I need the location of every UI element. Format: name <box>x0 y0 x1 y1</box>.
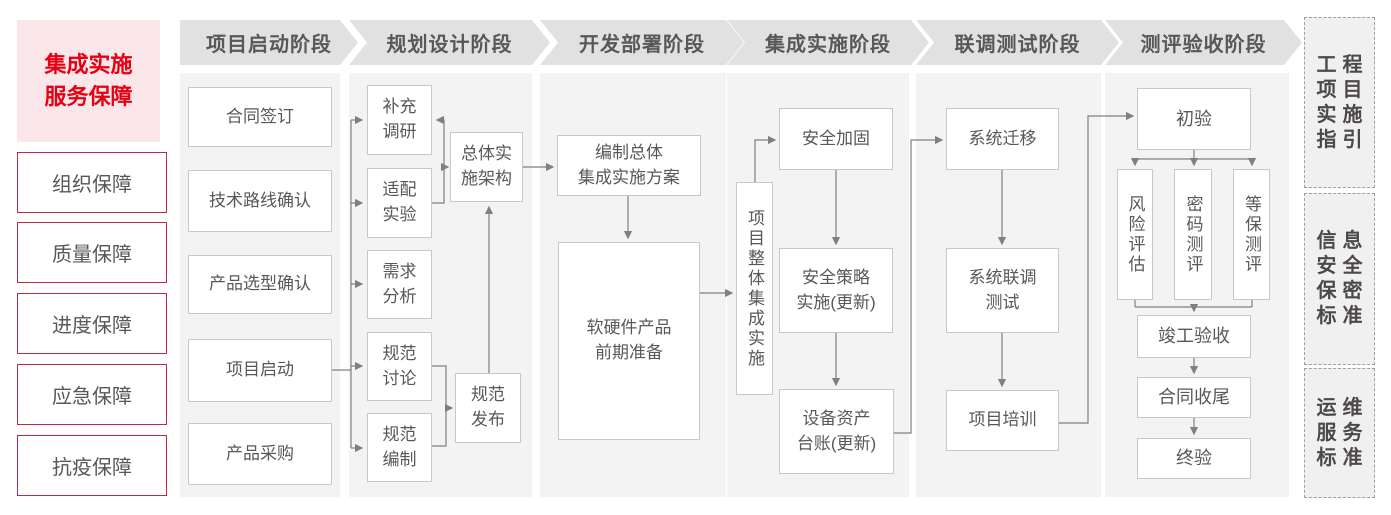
phase-header-testing: 联调测试阶段 <box>916 20 1119 65</box>
product-preparation-box: 软硬件产品 前期准备 <box>558 242 700 440</box>
completion-acceptance-box: 竣工验收 <box>1137 315 1251 358</box>
spec-discussion-box: 规范 讨论 <box>367 332 432 401</box>
adaptation-test-box: 适配 实验 <box>367 168 432 238</box>
security-hardening-box: 安全加固 <box>779 108 893 170</box>
standard-box-om-service: 运维 服务 标准 <box>1304 368 1375 498</box>
requirement-analysis-box: 需求 分析 <box>367 250 432 319</box>
supplement-research-box: 补充 调研 <box>367 85 432 155</box>
phase-header-planning: 规划设计阶段 <box>349 20 550 65</box>
project-kickoff-box: 项目启动 <box>188 339 332 402</box>
overall-architecture-box: 总体实 施架构 <box>450 132 523 202</box>
phase-header-initiation: 项目启动阶段 <box>180 20 358 65</box>
contract-signing-box: 合同签订 <box>188 87 332 147</box>
asset-ledger-box: 设备资产 台账(更新) <box>779 389 894 474</box>
product-selection-box: 产品选型确认 <box>188 255 332 314</box>
contract-closure-box: 合同收尾 <box>1137 377 1251 418</box>
phase-header-integration: 集成实施阶段 <box>727 20 929 65</box>
legend-title: 集成实施 服务保障 <box>17 20 160 142</box>
joint-testing-box: 系统联调 测试 <box>946 248 1059 333</box>
tech-route-box: 技术路线确认 <box>188 170 332 232</box>
guarantee-box-emergency: 应急保障 <box>17 364 167 425</box>
guarantee-box-epidemic: 抗疫保障 <box>17 435 167 496</box>
security-policy-box: 安全策略 实施(更新) <box>779 248 893 333</box>
standard-box-info-security: 信息 安全 保密 标准 <box>1304 193 1375 365</box>
final-acceptance-box: 终验 <box>1137 438 1251 479</box>
integration-plan-box: 编制总体 集成实施方案 <box>557 135 701 196</box>
overall-integration-vbox: 项目整体集成实施 <box>736 182 773 395</box>
spec-release-box: 规范 发布 <box>455 373 521 443</box>
standard-box-project-guide: 工程 项目 实施 指引 <box>1304 17 1375 188</box>
initial-acceptance-box: 初验 <box>1137 88 1251 150</box>
guarantee-box-schedule: 进度保障 <box>17 293 167 354</box>
project-training-box: 项目培训 <box>946 390 1059 451</box>
crypto-assessment-vbox: 密码测评 <box>1174 169 1212 300</box>
guarantee-box-quality: 质量保障 <box>17 222 167 283</box>
spec-drafting-box: 规范 编制 <box>367 413 432 482</box>
phase-header-acceptance: 测评验收阶段 <box>1105 20 1302 65</box>
risk-assessment-vbox: 风险评估 <box>1117 169 1153 300</box>
mlps-assessment-vbox: 等保测评 <box>1233 169 1270 300</box>
phase-header-development: 开发部署阶段 <box>540 20 744 65</box>
procurement-box: 产品采购 <box>188 423 332 485</box>
guarantee-box-organization: 组织保障 <box>17 152 167 213</box>
system-migration-box: 系统迁移 <box>946 108 1059 170</box>
